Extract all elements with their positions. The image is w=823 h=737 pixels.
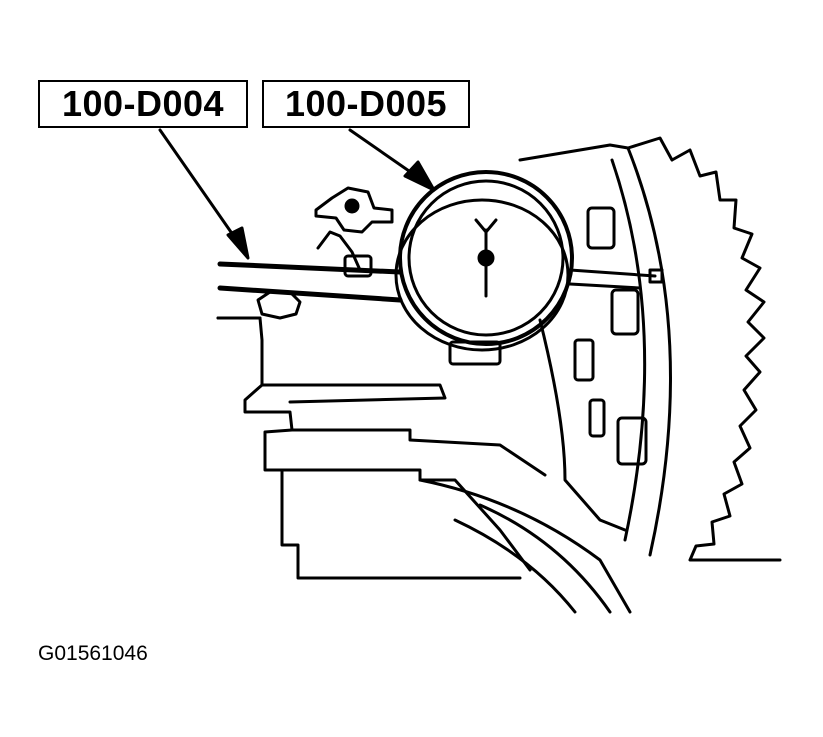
plunger-tip xyxy=(648,268,664,284)
housing-lower-curve xyxy=(418,478,632,614)
holder-arm xyxy=(217,186,403,303)
bolt-hex xyxy=(256,290,302,320)
holder-arm-top xyxy=(217,261,403,275)
bolt-head xyxy=(588,398,606,438)
leader-line-a xyxy=(158,128,242,247)
leader-lines xyxy=(158,128,436,260)
mounting-bolt xyxy=(216,290,302,320)
housing-rib-2 xyxy=(453,518,577,614)
dial-stem xyxy=(448,340,502,366)
thumb-screw xyxy=(314,186,394,234)
clamp-knob xyxy=(343,254,373,278)
ring-gear-inner-face-2 xyxy=(610,158,647,542)
housing-shoulder xyxy=(280,468,532,572)
leader-arrow-b xyxy=(403,160,436,192)
housing-flange xyxy=(260,383,447,404)
dial-face-outer xyxy=(398,170,574,346)
bolt-head xyxy=(573,338,595,382)
bolt-head xyxy=(586,206,616,250)
dial-body-back xyxy=(394,198,570,352)
leader-arrow-a xyxy=(226,226,250,260)
plunger-lower xyxy=(568,282,642,290)
dial-needle-tip xyxy=(474,218,498,234)
carrier-edge xyxy=(538,318,627,532)
dial-center-hub xyxy=(477,249,495,267)
bolt-head xyxy=(616,416,648,466)
ring-gear xyxy=(610,136,782,562)
housing-upper-outline xyxy=(518,143,630,162)
housing-rib xyxy=(478,503,612,614)
dial-face-inner xyxy=(407,179,565,337)
housing xyxy=(216,143,632,614)
thumb-screw-hole xyxy=(344,198,360,214)
bolt-head xyxy=(610,288,640,336)
callout-100-d004: 100-D004 xyxy=(38,80,248,128)
figure-code: G01561046 xyxy=(38,642,148,665)
ring-gear-inner-face xyxy=(626,146,672,557)
holder-arm-bottom xyxy=(217,285,403,303)
callout-100-d005: 100-D005 xyxy=(262,80,470,128)
ring-gear-teeth xyxy=(626,136,782,562)
plunger xyxy=(568,268,657,278)
housing-lower-outline xyxy=(216,316,522,580)
dial-indicator xyxy=(394,170,664,366)
clamp-bracket xyxy=(316,230,362,272)
housing-step xyxy=(290,428,547,477)
carrier-bolts xyxy=(573,206,648,466)
